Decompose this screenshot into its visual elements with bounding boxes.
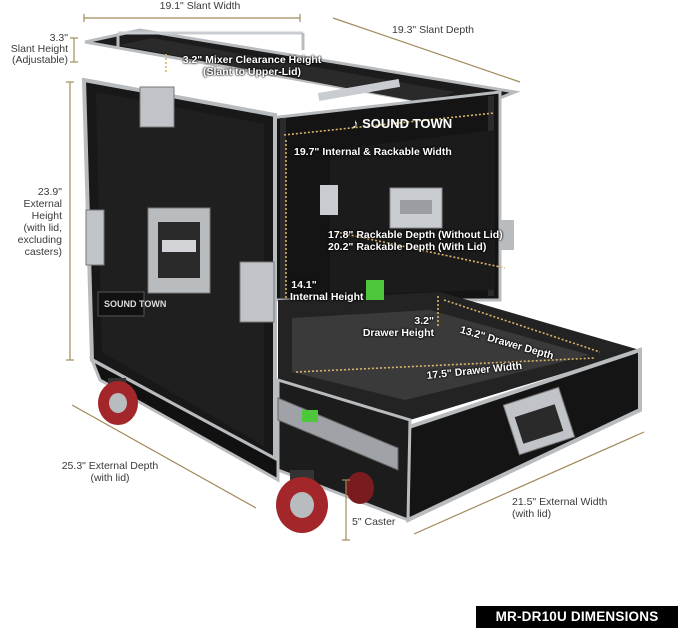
side-latch-right [500, 220, 514, 250]
corner-latch-side [85, 209, 105, 266]
caster-front-left [98, 378, 138, 425]
slant-depth-label: 19.3" Slant Depth [392, 24, 474, 36]
brand-logo-side: SOUND TOWN [104, 299, 167, 309]
external-depth-label-2: (with lid) [90, 472, 130, 484]
slant-height-label-2: (Adjustable) [11, 54, 68, 66]
rack-case [81, 28, 642, 533]
drawer-width-line [295, 357, 596, 373]
mixer-clearance-label-2: (Slant to Upper-Lid) [203, 66, 301, 78]
corner-latch-top [139, 86, 175, 128]
caster-label: 5" Caster [352, 516, 396, 528]
external-depth-line [71, 404, 257, 509]
caster-rear [346, 472, 374, 504]
drawer-foam [292, 310, 590, 400]
drawer-handle-grip [514, 404, 564, 444]
rack-depth-label-2: 20.2" Rackable Depth (With Lid) [328, 241, 487, 253]
outer-dimension-lines [66, 14, 645, 541]
case-base [89, 356, 280, 483]
rack-slide-release [366, 280, 384, 300]
slant-lid-handle [317, 78, 401, 102]
corner-latch-right [239, 261, 275, 323]
rack-rail-left [280, 118, 286, 298]
internal-height-value: 14.1" [291, 279, 317, 291]
side-latch-inner [320, 185, 338, 215]
inner-dimension-lines [165, 54, 601, 373]
music-note-icon: ♪ [352, 116, 363, 131]
rack-depth-line [335, 231, 506, 269]
external-width-line [413, 431, 645, 535]
mixer-clearance-label-1: 3.2" Mixer Clearance Height [182, 54, 322, 66]
drawer-height-label: Drawer Height [362, 327, 434, 339]
slant-height-label-1: Slant Height [10, 43, 68, 55]
external-depth-label-1: 25.3" External Depth [61, 460, 159, 472]
model-dimensions-badge: MR-DR10U DIMENSIONS [476, 606, 678, 628]
brand-logo-front: ♪ SOUND TOWN [352, 116, 453, 131]
external-height-label-2: Height [31, 210, 62, 222]
external-height-label-5: casters) [24, 246, 62, 258]
external-height-value: 23.9" [37, 186, 62, 198]
drawer-depth-line [443, 299, 601, 353]
internal-width-line [283, 112, 495, 136]
back-handle-grip [400, 200, 432, 214]
slant-depth-line [332, 17, 521, 83]
drawer-slide-release [302, 410, 318, 422]
slant-width-label: 19.1" Slant Width [159, 0, 241, 12]
slant-height-value: 3.3" [49, 32, 68, 44]
external-width-label-1: 21.5" External Width [512, 496, 608, 508]
internal-height-label: Internal Height [290, 291, 364, 303]
caster-front-right [276, 470, 328, 533]
external-width-label-2: (with lid) [512, 508, 552, 520]
drawer-height-value: 3.2" [414, 315, 434, 327]
internal-width-label: 19.7" Internal & Rackable Width [294, 146, 452, 158]
external-height-label-1: External [23, 198, 62, 210]
external-height-label-4: excluding [17, 234, 62, 246]
rack-depth-label-1: 17.8" Rackable Depth (Without Lid) [328, 229, 503, 241]
external-height-label-3: (with lid, [23, 222, 62, 234]
front-handle-grip [162, 240, 196, 252]
front-logo-plate [97, 291, 145, 317]
